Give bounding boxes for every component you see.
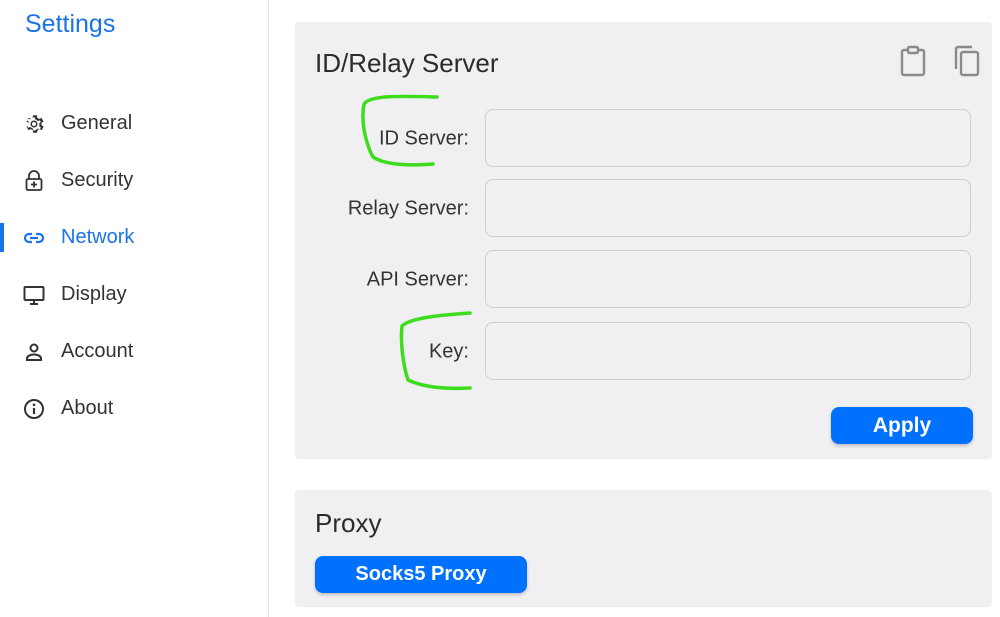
sidebar-item-network[interactable]: Network	[0, 209, 268, 266]
relay-server-label: Relay Server:	[347, 197, 469, 220]
link-icon	[21, 225, 47, 251]
api-server-input[interactable]	[485, 250, 971, 308]
sidebar-item-label: Security	[61, 169, 134, 191]
person-icon	[21, 339, 47, 365]
lock-icon	[21, 168, 47, 194]
sidebar-item-security[interactable]: Security	[0, 152, 268, 209]
copy-icon[interactable]	[951, 45, 981, 77]
gear-icon	[21, 111, 47, 137]
relay-server-input[interactable]	[485, 179, 971, 237]
id-server-row: ID Server:	[295, 109, 992, 169]
sidebar-item-label: General	[61, 112, 133, 134]
id-relay-server-card: ID/Relay Server ID Server: Relay Server:…	[295, 22, 992, 458]
id-server-input[interactable]	[485, 109, 971, 167]
sidebar-item-label: Network	[61, 226, 135, 248]
key-row: Key:	[295, 322, 992, 382]
sidebar-item-general[interactable]: General	[0, 95, 268, 152]
card-title: ID/Relay Server	[315, 48, 499, 78]
id-server-label: ID Server:	[378, 127, 469, 150]
relay-server-row: Relay Server:	[295, 179, 992, 239]
sidebar-item-label: About	[61, 397, 114, 419]
monitor-icon	[21, 282, 47, 308]
card-title: Proxy	[315, 508, 382, 538]
key-input[interactable]	[485, 322, 971, 380]
api-server-label: API Server:	[366, 268, 469, 291]
sidebar-nav: General Security Network Display Account	[0, 95, 268, 437]
sidebar-title: Settings	[25, 10, 116, 38]
api-server-row: API Server:	[295, 250, 992, 310]
key-label: Key:	[428, 340, 469, 363]
apply-button[interactable]: Apply	[831, 407, 973, 444]
socks5-proxy-button[interactable]: Socks5 Proxy	[315, 556, 527, 593]
sidebar-item-display[interactable]: Display	[0, 266, 268, 323]
sidebar-item-account[interactable]: Account	[0, 323, 268, 380]
sidebar-item-label: Display	[61, 283, 127, 305]
clipboard-icon[interactable]	[898, 45, 928, 77]
proxy-card: Proxy Socks5 Proxy	[295, 490, 992, 606]
sidebar: Settings General Security Network Displa…	[0, 0, 269, 617]
info-icon	[21, 396, 47, 422]
sidebar-item-label: Account	[61, 340, 134, 362]
sidebar-item-about[interactable]: About	[0, 380, 268, 437]
main-content: ID/Relay Server ID Server: Relay Server:…	[269, 0, 1000, 617]
